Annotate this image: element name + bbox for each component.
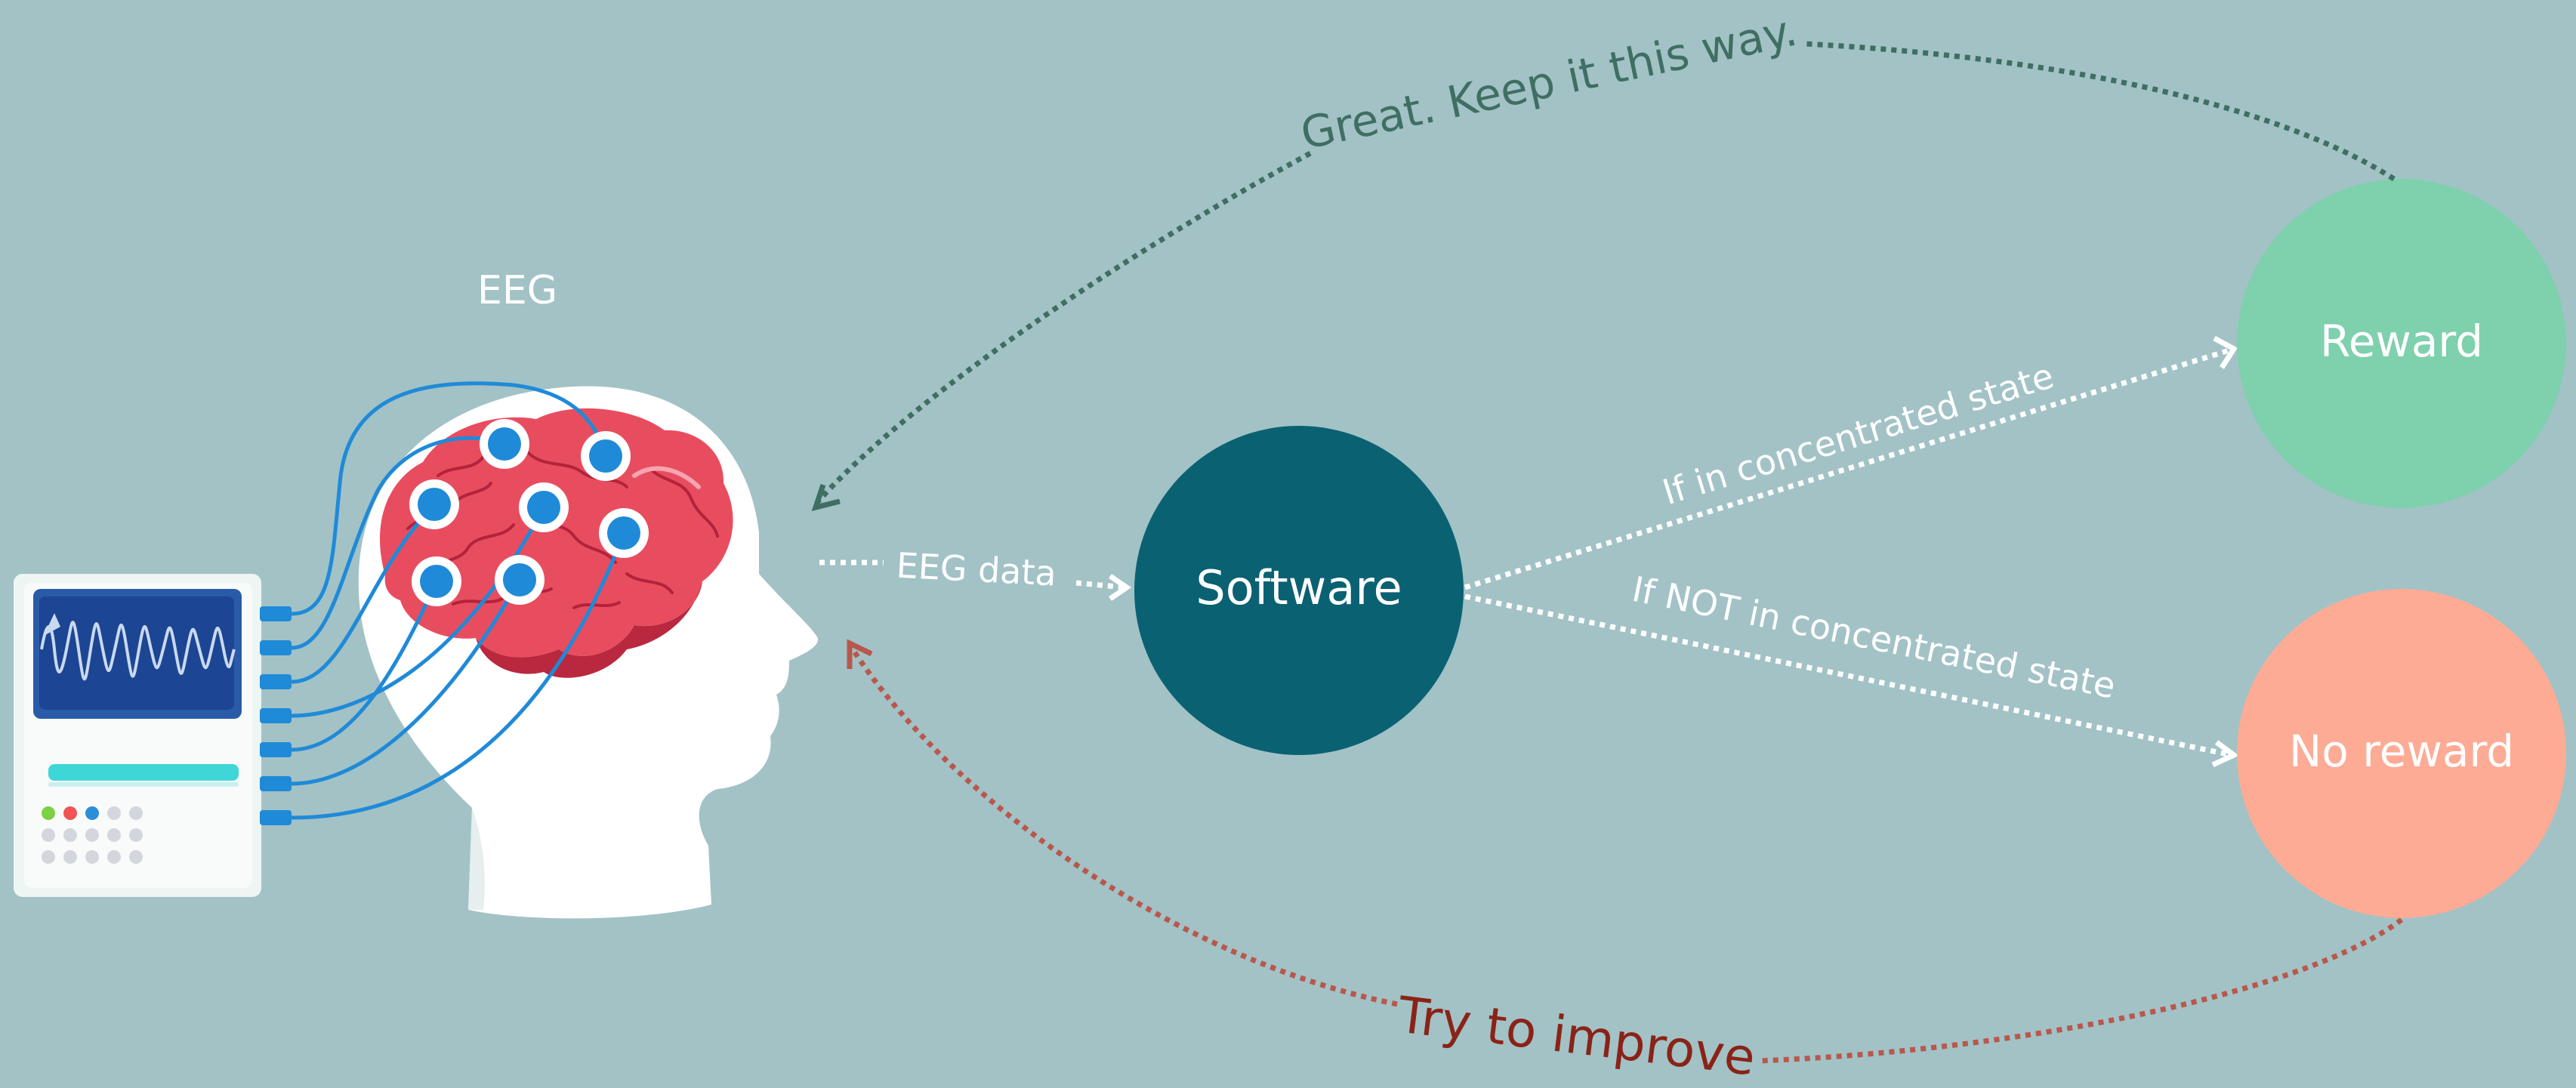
not-concentrated-branch-arrow xyxy=(1464,593,2239,768)
not-concentrated-branch-label: If NOT in concentrated state xyxy=(1629,569,2119,707)
concentrated-branch-arrow xyxy=(1464,335,2238,590)
electrode xyxy=(409,479,459,529)
positive-feedback-label: Great. Keep it this way. xyxy=(1297,5,1802,160)
eeg-label: EEG xyxy=(477,268,557,313)
concentrated-branch-label: If in concentrated state xyxy=(1658,355,2058,513)
electrodes xyxy=(409,419,649,606)
indicator-lights xyxy=(42,806,143,864)
electrode xyxy=(581,431,631,481)
electrode xyxy=(599,508,649,558)
eeg-cables xyxy=(289,381,626,820)
eeg-data-arrow xyxy=(819,559,1132,601)
no-reward-label: No reward xyxy=(2289,726,2514,777)
positive-feedback-arrow xyxy=(811,41,2396,511)
reward-label: Reward xyxy=(2320,316,2483,367)
no-reward-node: No reward xyxy=(2237,589,2566,918)
electrode xyxy=(480,419,529,469)
electrode xyxy=(412,556,461,606)
software-node: Software xyxy=(1134,426,1464,755)
status-bar xyxy=(48,764,239,781)
negative-feedback-label: Try to improve xyxy=(1394,985,1758,1085)
reward-node: Reward xyxy=(2237,179,2566,508)
eeg-monitor-device xyxy=(14,574,292,897)
eeg-data-label: EEG data xyxy=(896,545,1058,594)
software-label: Software xyxy=(1195,560,1402,615)
electrode xyxy=(519,482,569,532)
electrode xyxy=(495,555,545,605)
cable-ports xyxy=(260,606,292,825)
brainwave-icon xyxy=(40,613,236,681)
negative-feedback-arrow xyxy=(847,639,2404,1064)
